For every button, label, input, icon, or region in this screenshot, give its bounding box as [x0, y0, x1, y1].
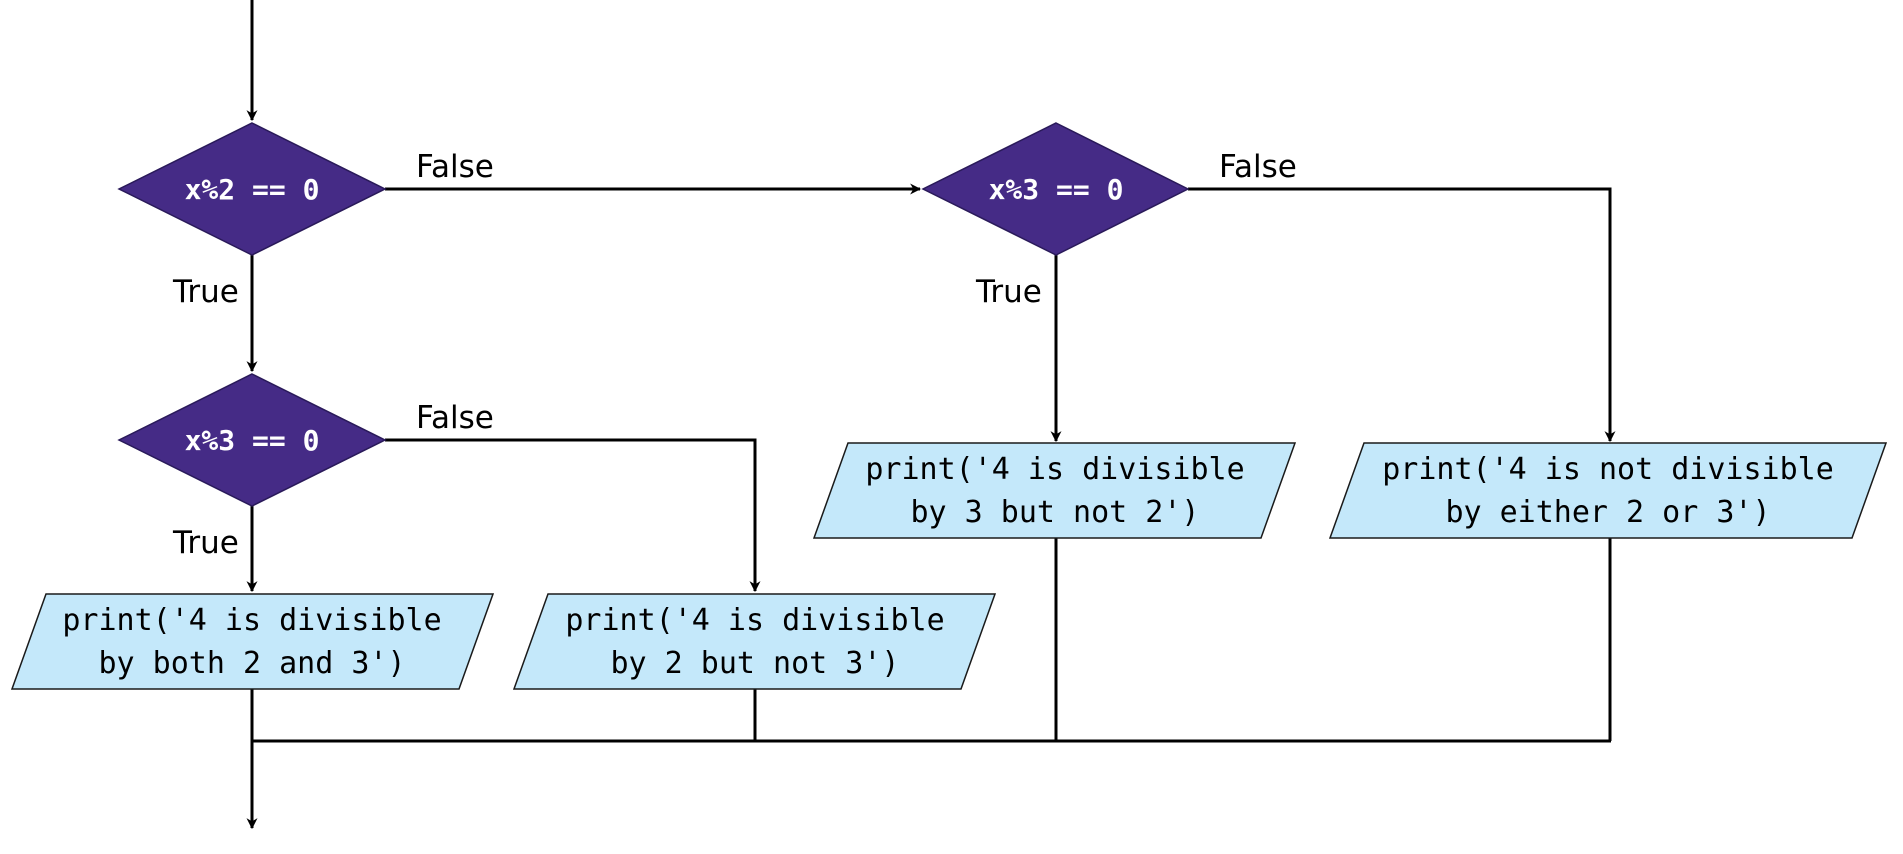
output-3-not-2-shape [812, 442, 1297, 539]
d2-false-arrow [385, 438, 761, 593]
output-both-line-1: print('4 is divisible [62, 603, 441, 638]
output-3-not-2-line-1: print('4 is divisible [865, 452, 1244, 487]
decision-d3-diamond [921, 122, 1190, 256]
decision-d1-condition: x%2 == 0 [185, 173, 320, 206]
output-3-not-2: print('4 is divisible by 3 but not 2') [812, 442, 1297, 539]
output-both: print('4 is divisible by both 2 and 3') [10, 593, 495, 690]
output-2-not-3-line-2: by 2 but not 3') [611, 646, 900, 681]
d3-true-label: True [975, 274, 1042, 310]
output-both-line-2: by both 2 and 3') [98, 646, 405, 681]
decision-d3: x%3 == 0 [921, 122, 1190, 256]
decision-d2-condition: x%3 == 0 [185, 424, 320, 457]
output-neither-shape [1328, 442, 1888, 539]
output-both-shape [10, 593, 495, 690]
output-2-not-3-shape [512, 593, 997, 690]
decision-d1-diamond [117, 122, 387, 256]
connectors [246, 0, 1616, 830]
decision-d2: x%3 == 0 [117, 373, 387, 507]
d2-true-label: True [172, 525, 239, 561]
output-neither-line-2: by either 2 or 3') [1445, 495, 1770, 530]
output-2-not-3: print('4 is divisible by 2 but not 3') [512, 593, 997, 690]
output-neither-line-1: print('4 is not divisible [1382, 452, 1834, 487]
d3-false-arrow [1188, 187, 1616, 443]
output-3-not-2-line-2: by 3 but not 2') [911, 495, 1200, 530]
branch-labels: False True False True False True [172, 149, 1297, 561]
d1-false-label: False [416, 149, 494, 185]
d3-false-label: False [1219, 149, 1297, 185]
decision-d1: x%2 == 0 [117, 122, 387, 256]
output-2-not-3-line-1: print('4 is divisible [565, 603, 944, 638]
d2-false-label: False [416, 400, 494, 436]
decision-d3-condition: x%3 == 0 [989, 173, 1124, 206]
decision-d2-diamond [117, 373, 387, 507]
d1-true-label: True [172, 274, 239, 310]
output-neither: print('4 is not divisible by either 2 or… [1328, 442, 1888, 539]
